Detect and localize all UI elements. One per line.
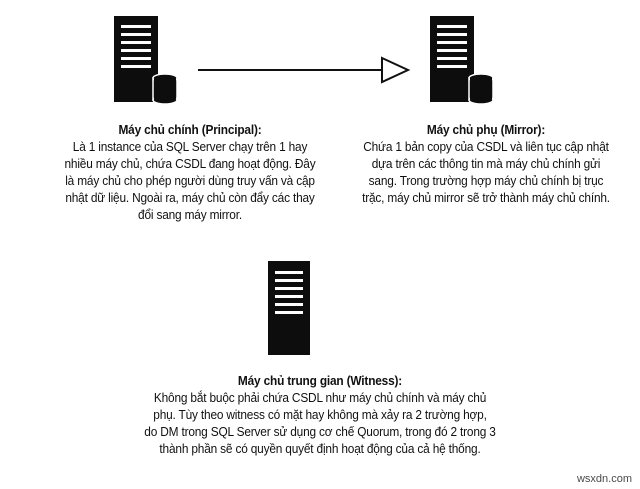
mirror-server-icon	[430, 16, 494, 105]
mirror-description: Máy chủ phụ (Mirror): Chứa 1 bản copy củ…	[351, 121, 621, 206]
witness-title: Máy chủ trung gian (Witness):	[237, 373, 403, 388]
witness-body: Không bắt buộc phải chứa CSDL như máy ch…	[144, 390, 496, 456]
database-cylinder-icon	[468, 73, 494, 105]
mirror-title: Máy chủ phụ (Mirror):	[426, 122, 546, 137]
principal-server-icon	[114, 16, 178, 105]
database-cylinder-icon	[152, 73, 178, 105]
mirror-body: Chứa 1 bản copy của CSDL và liên tục cập…	[362, 139, 610, 205]
witness-server-icon	[268, 261, 310, 355]
principal-description: Máy chủ chính (Principal): Là 1 instance…	[55, 121, 325, 223]
watermark: wsxdn.com	[576, 473, 632, 485]
witness-description: Máy chủ trung gian (Witness): Không bắt …	[122, 372, 518, 457]
principal-title: Máy chủ chính (Principal):	[118, 122, 262, 137]
principal-body: Là 1 instance của SQL Server chạy trên 1…	[64, 139, 316, 222]
right-arrow-icon	[198, 56, 411, 84]
